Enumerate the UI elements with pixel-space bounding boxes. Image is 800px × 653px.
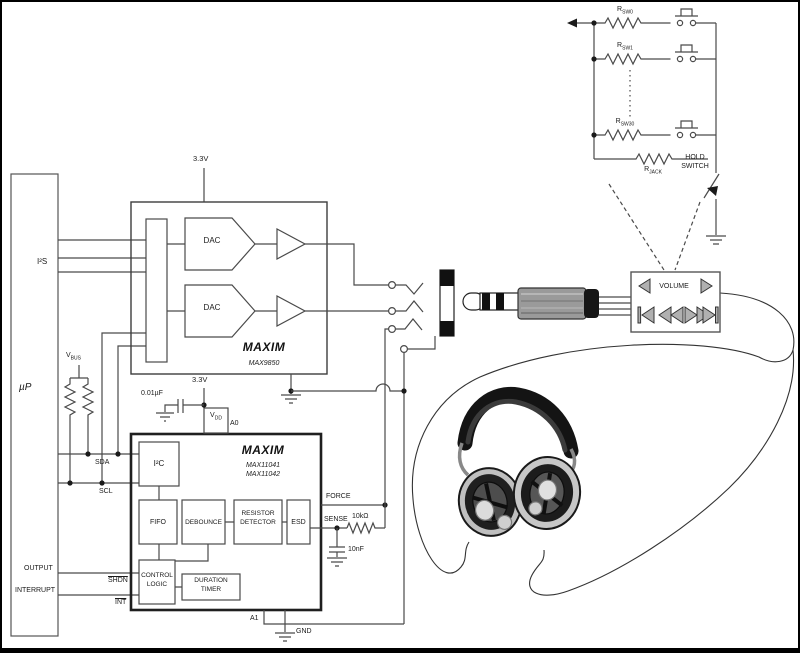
ground-icon [156, 412, 174, 422]
int-pin-label: INT [115, 599, 127, 606]
supply-3v3-max11041-label: 3.3V [192, 375, 208, 384]
hold-switch-label: HOLD SWITCH [681, 154, 709, 170]
i2c-block-label: I²C [153, 459, 165, 468]
supply-3v3-max9850-label: 3.3V [193, 154, 209, 163]
pushbutton-icon [675, 120, 698, 129]
i2s-pin-label: I²S [37, 257, 48, 266]
dac1-label: DAC [203, 236, 221, 245]
dac1-block [184, 217, 256, 271]
micro-label: µP [19, 382, 32, 393]
jack-sleeve-symbol [439, 269, 455, 337]
sda-label: SDA [95, 459, 110, 466]
sense-pin-label: SENSE [324, 516, 348, 523]
sense-cap-label: 10nF [348, 546, 364, 553]
max11041-chip [129, 388, 404, 642]
max11042-part-label: MAX11042 [245, 471, 281, 478]
vdd-pin-box [203, 407, 229, 434]
digital-interface-block [145, 218, 168, 363]
interrupt-pin-label: INTERRUPT [15, 587, 56, 594]
headphone-plug [462, 287, 631, 320]
dac2-block [184, 284, 256, 338]
fifo-block-label: FIFO [150, 519, 166, 526]
control-logic-block-label: CONTROL LOGIC [141, 572, 173, 588]
switch-arrow-icon [707, 186, 718, 196]
volume-label: VOLUME [659, 283, 689, 290]
duration-timer-block-label: DURATION TIMER [194, 577, 228, 593]
rjack-label: RJACK [644, 166, 662, 176]
rewind-icon[interactable] [658, 306, 684, 324]
a1-pin-label: A1 [250, 615, 259, 622]
headphone-cables [411, 292, 795, 596]
max9850-chip [130, 168, 404, 404]
a0-pin-label: A0 [230, 420, 239, 427]
vbus-pullup-resistors [63, 365, 95, 483]
remote-switch-network [567, 8, 726, 245]
max11041-part-label: MAX11041 [245, 462, 281, 469]
esd-block-label: ESD [291, 519, 306, 526]
fifo-block [138, 499, 178, 545]
left-arrow-icon [567, 18, 577, 28]
volume-down-icon[interactable] [638, 278, 651, 294]
skip-back-icon[interactable] [637, 306, 655, 324]
maxim-logo-max9850: MAXIM [242, 340, 286, 354]
rsw1-label: RSW1 [617, 42, 633, 52]
i2s-bus-wires [58, 239, 146, 273]
skip-forward-icon[interactable] [702, 306, 719, 324]
ground-icon [706, 235, 726, 245]
detail-pointer-lines [608, 183, 701, 271]
jack-contacts [384, 281, 436, 624]
dac2-label: DAC [203, 303, 221, 312]
plug-cord-wires [599, 296, 631, 316]
debounce-block-label: DEBOUNCE [185, 519, 222, 526]
volume-up-icon[interactable] [700, 278, 713, 294]
amp1-icon [276, 227, 307, 261]
pushbutton-icon [675, 44, 698, 53]
ground-icon [281, 394, 301, 404]
vbus-label: VBUS [66, 352, 81, 362]
pushbutton-icon [675, 8, 698, 17]
gnd-pin-label: GND [296, 628, 312, 635]
bypass-cap-label: 0.01µF [141, 390, 163, 397]
maxim-logo-max11041: MAXIM [241, 443, 285, 457]
rsw30-label: RSW30 [615, 118, 635, 128]
resistor-detector-block-label: RESISTOR DETECTOR [240, 510, 276, 526]
microprocessor-box [10, 173, 59, 637]
control-logic-block [138, 559, 176, 605]
ground-icon [327, 557, 347, 567]
headphones-image [457, 386, 582, 537]
vdd-pin-label: VDD [210, 412, 222, 422]
ground-icon [275, 632, 295, 642]
amp2-icon [276, 294, 307, 328]
sense-resistor-label: 10kΩ [352, 513, 369, 520]
scl-label: SCL [99, 488, 113, 495]
rsw0-label: RSW0 [617, 6, 633, 16]
output-pin-label: OUTPUT [24, 565, 53, 572]
max9850-part-label: MAX9850 [248, 360, 280, 367]
volume-remote [630, 271, 721, 333]
force-pin-label: FORCE [326, 493, 351, 500]
shdn-pin-label: SHDN [108, 577, 128, 584]
